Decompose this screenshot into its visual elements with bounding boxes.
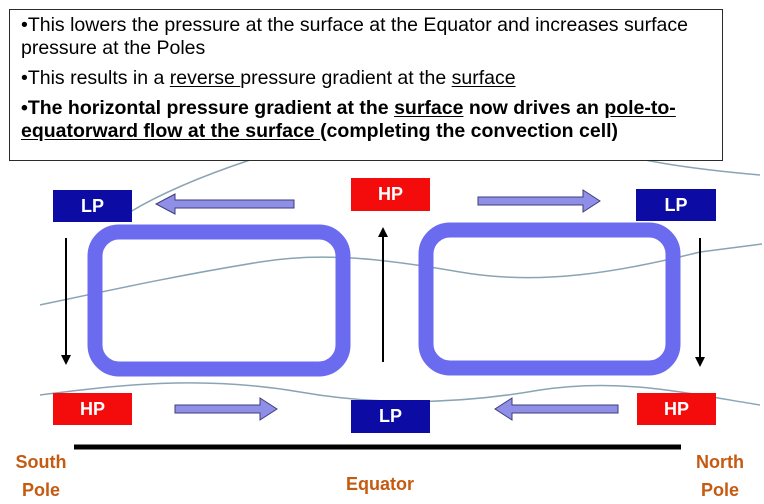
upper-flow-arrow-right [477,189,601,213]
lp-label-top-right-text: LP [664,194,688,215]
lp-label-top-right: LP [636,189,716,221]
convection-cell-right [418,222,681,376]
surface-flow-arrow-right [494,397,619,421]
explanation-textbox: •This lowers the pressure at the surface… [9,9,723,161]
bullet-1: •This lowers the pressure at the surface… [21,14,714,60]
bullet-3-text-end: (completing the convection cell) [320,120,619,142]
isobar-line-middle [39,243,763,306]
lp-label-top-left-text: LP [80,195,104,216]
hp-label-bottom-right-text: HP [663,398,689,419]
bullet-3-underline-flow: pole-to-equatorward flow at the surface [21,97,676,142]
isobar-line-top [129,159,251,213]
convection-cell-left [87,224,351,377]
bullet-3-text-start: •The horizontal pressure gradient at the [21,97,395,119]
equator-caption: Equator [345,474,414,494]
bullet-2-underline-surface: surface [451,67,516,89]
upper-flow-arrow-left [154,193,295,215]
hp-label-bottom-left: HP [53,393,132,425]
bullet-1-text: •This lowers the pressure at the surface… [21,14,688,59]
lp-label-bottom-center: LP [351,400,430,433]
hp-label-bottom-right: HP [637,393,716,425]
hp-label-top-center: HP [351,178,430,211]
south-pole-caption: South Pole [15,452,67,500]
bullet-2-underline-reverse: reverse [169,67,241,89]
bullet-3-text-middle: now drives an [463,97,605,119]
bullet-3: •The horizontal pressure gradient at the… [21,97,714,143]
hp-label-bottom-left-text: HP [79,398,105,419]
north-pole-caption: North Pole [696,452,744,500]
bullet-2-text-start: •This results in a [21,67,170,89]
surface-flow-arrow-left [174,397,278,421]
lp-label-top-left: LP [53,190,132,222]
bullet-2-text-middle: pressure gradient at the [240,67,452,89]
hp-label-top-center-text: HP [377,184,403,204]
bullet-2: •This results in a reverse pressure grad… [21,67,714,90]
bullet-3-underline-surface: surface [394,97,464,119]
lp-label-bottom-center-text: LP [378,406,402,426]
